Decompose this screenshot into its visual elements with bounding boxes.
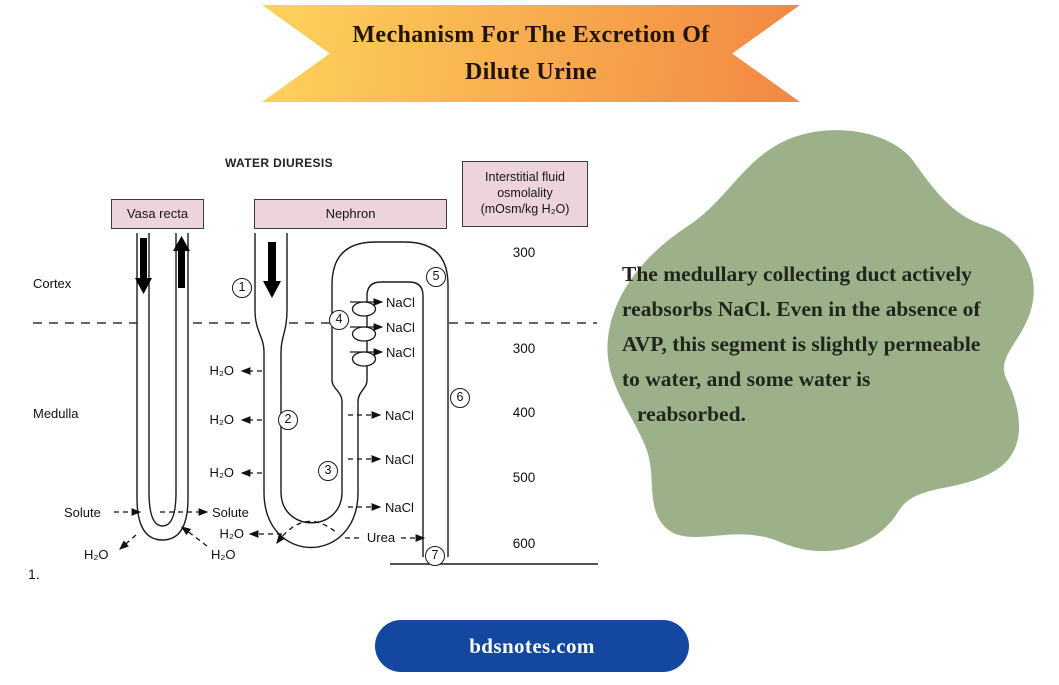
h2o-label: H₂O [209, 363, 234, 378]
passive-transport-arrows [114, 367, 426, 550]
scale-box-line1: Interstitial fluid [485, 170, 565, 184]
page-title-line2: Dilute Urine [464, 59, 598, 85]
step-number-1: 1 [232, 278, 252, 298]
nacl-label: NaCl [385, 500, 414, 515]
note-blob-shape [607, 130, 1034, 552]
note-line: The medullary collecting duct actively [622, 262, 972, 286]
step-number-7: 7 [425, 546, 445, 566]
note-line: reabsorbed. [637, 402, 746, 426]
note-text: The medullary collecting duct actively r… [622, 257, 1036, 432]
h2o-label: H₂O [209, 465, 234, 480]
title-ribbon-banner: Mechanism For The Excretion Of Dilute Ur… [262, 5, 800, 102]
step-number-4: 4 [329, 310, 349, 330]
vasa-recta-label-box: Vasa recta [111, 199, 204, 229]
osmolality-scale-box: Interstitial fluid osmolality (mOsm/kg H… [462, 161, 588, 227]
nacl-label: NaCl [385, 452, 414, 467]
nacl-label: NaCl [386, 295, 415, 310]
note-line: reabsorbs NaCl. Even in the absence of [622, 297, 981, 321]
cortex-label: Cortex [33, 276, 72, 291]
step-number-3: 3 [318, 461, 338, 481]
osmolality-value: 300 [512, 341, 536, 356]
urea-label: Urea [366, 530, 396, 545]
nephron-flow-arrow [263, 242, 281, 298]
osmolality-value: 400 [512, 405, 536, 420]
note-line: to water, and some water is [622, 367, 871, 391]
h2o-label: H₂O [209, 412, 234, 427]
medulla-label: Medulla [33, 406, 79, 421]
scale-box-line2: osmolality [497, 186, 553, 200]
h2o-label: H₂O [84, 547, 109, 562]
osmolality-value: 300 [512, 245, 536, 260]
page-title-line1: Mechanism For The Excretion Of [352, 22, 710, 48]
scale-box-line3: (mOsm/kg H₂O) [480, 202, 570, 216]
h2o-label: H₂O [219, 526, 244, 541]
nacl-label: NaCl [385, 408, 414, 423]
vasa-ascending-flow-arrow [173, 236, 190, 288]
footnote-number: 1. [28, 566, 40, 582]
step-number-2: 2 [278, 410, 298, 430]
note-line: AVP, this segment is slightly permeable [622, 332, 981, 356]
nacl-label: NaCl [386, 320, 415, 335]
osmolality-value: 500 [512, 470, 536, 485]
site-link-button[interactable]: bdsnotes.com [375, 620, 689, 672]
h2o-label: H₂O [211, 547, 236, 562]
step-number-6: 6 [450, 388, 470, 408]
nephron-label-box: Nephron [254, 199, 447, 229]
solute-label: Solute [212, 505, 249, 520]
nacl-pumps [350, 298, 384, 367]
solute-label: Solute [64, 505, 101, 520]
step-number-5: 5 [426, 267, 446, 287]
nacl-label: NaCl [386, 345, 415, 360]
vasa-descending-flow-arrow [135, 238, 152, 294]
osmolality-value: 600 [512, 536, 536, 551]
diagram-heading: WATER DIURESIS [224, 156, 334, 170]
